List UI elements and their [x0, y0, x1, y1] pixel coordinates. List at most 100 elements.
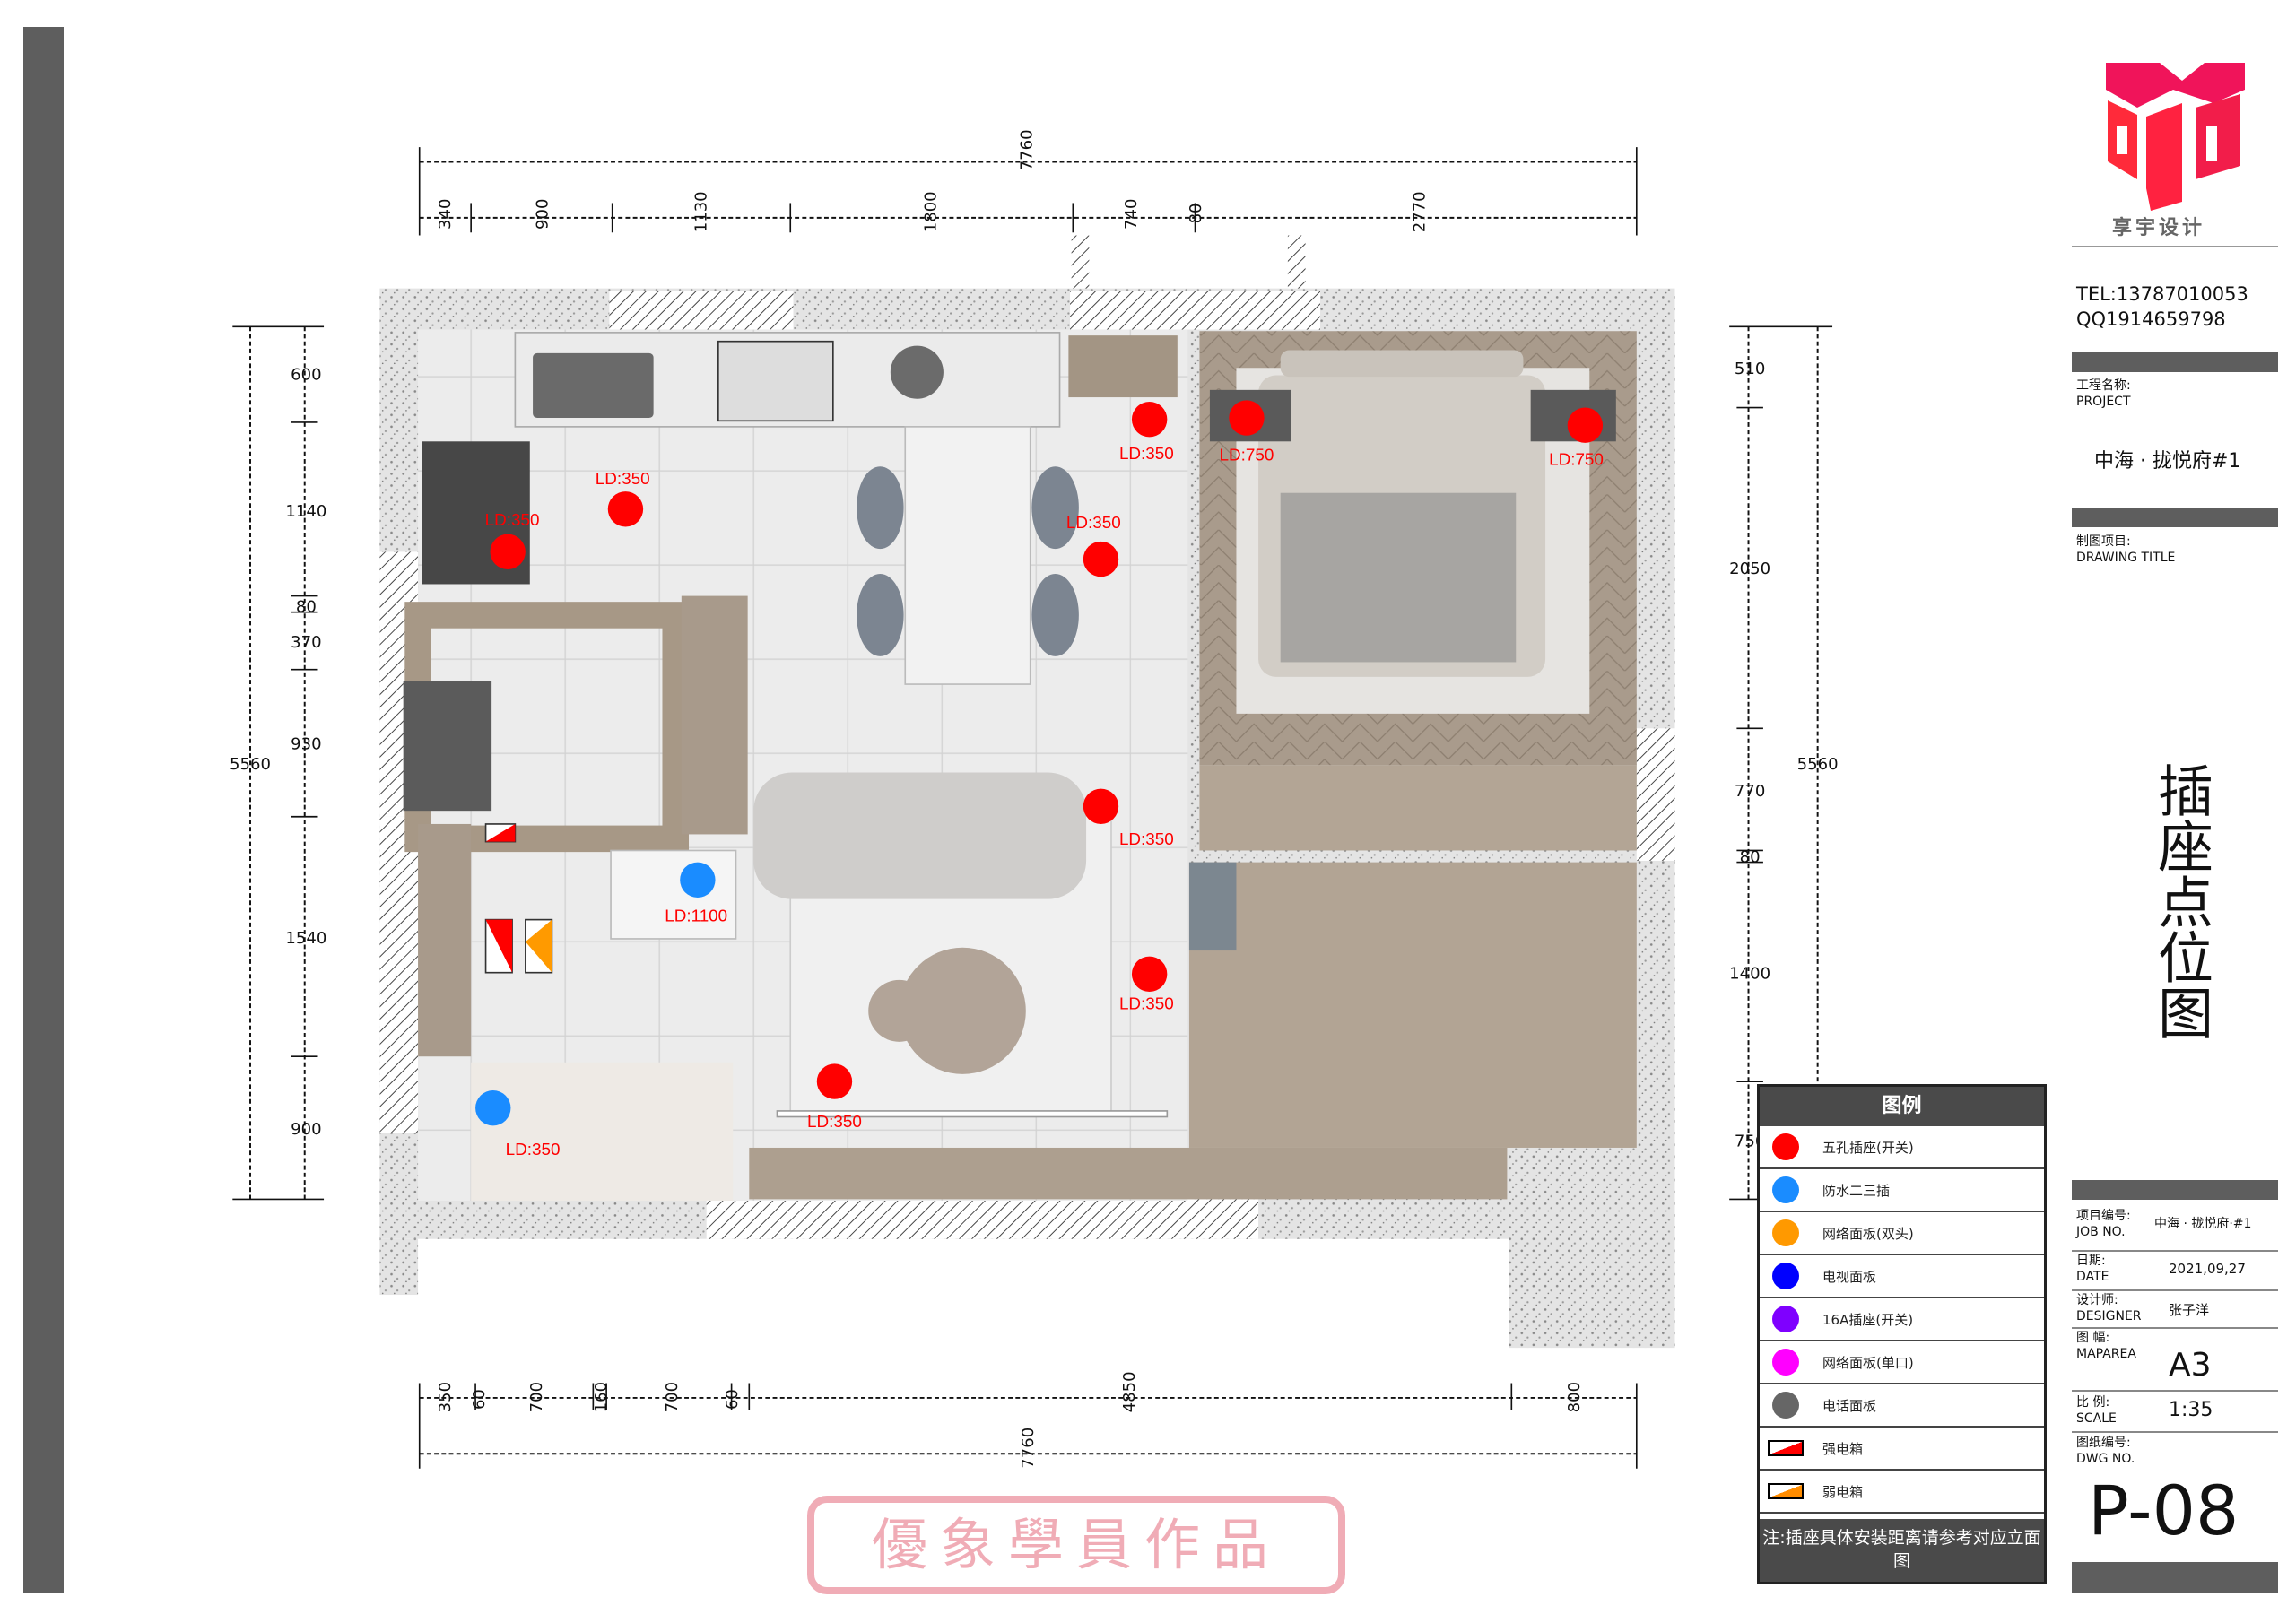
project-label-en: PROJECT [2076, 395, 2131, 409]
legend-item: 16A插座(开关) [1760, 1298, 2044, 1341]
dim-bottom-total: 7760 [1019, 1428, 1038, 1469]
date-label-cn: 日期: [2076, 1254, 2106, 1268]
five-hole-outlet: LD:350 [807, 1063, 862, 1131]
dim-left: 370 [291, 633, 321, 652]
outlet-circle-icon [1772, 1392, 1799, 1419]
strong-electric-box-small [484, 823, 517, 843]
dim-right: 510 [1735, 360, 1765, 378]
dim-left: 900 [291, 1120, 321, 1139]
legend-item: 电视面板 [1760, 1255, 2044, 1298]
outlet-marker [1131, 401, 1168, 438]
dim-top: 740 [1122, 199, 1141, 230]
outlet-circle-icon [1772, 1176, 1799, 1203]
dim-right: 2050 [1729, 560, 1770, 578]
divider-bar [2072, 1180, 2278, 1200]
five-hole-outlet: LD:750 [1220, 400, 1274, 464]
sink [533, 352, 654, 419]
legend-item: 防水二三插 [1760, 1169, 2044, 1212]
outlet-marker [1229, 400, 1265, 436]
legend-item: 弱电箱 [1760, 1471, 2044, 1514]
scale-label-cn: 比 例: [2076, 1395, 2110, 1410]
designer-row: 设计师: DESIGNER 张子洋 [2072, 1291, 2278, 1329]
dim-left: 600 [291, 365, 321, 384]
dim-right-total: 5560 [1797, 755, 1839, 774]
electric-boxes [484, 823, 553, 974]
five-hole-outlet: LD:350 [1119, 956, 1174, 1013]
five-hole-outlet: LD:350 [1119, 401, 1174, 463]
outlet-height-label: LD:350 [1119, 829, 1174, 848]
outlet-marker [680, 862, 716, 898]
furniture [403, 332, 1616, 1118]
legend-item: 网络面板(双头) [1760, 1212, 2044, 1255]
outlet-marker [475, 1089, 511, 1126]
designer: 张子洋 [2169, 1302, 2210, 1318]
dim-top: 2770 [1411, 191, 1430, 232]
legend-item: 强电箱 [1760, 1428, 2044, 1471]
outlet-height-label: LD:350 [807, 1112, 862, 1131]
title-block: 享宇设计 TEL:13787010053 QQ1914659798 工程名称: … [2072, 54, 2278, 1596]
maparea-label-en: MAPAREA [2076, 1347, 2136, 1361]
five-hole-outlet: LD:350 [485, 510, 540, 570]
dim-left-total: 5560 [230, 755, 271, 774]
job-no-label-cn: 项目编号: [2076, 1209, 2131, 1223]
dim-top: 80 [1187, 203, 1205, 223]
outlet-marker [607, 491, 644, 527]
dim-right: 770 [1735, 782, 1765, 801]
legend-item: 电话面板 [1760, 1384, 2044, 1428]
legend-item: 网络面板(单口) [1760, 1341, 2044, 1384]
electric-box-icon [1768, 1483, 1804, 1499]
drawing-title-label-en: DRAWING TITLE [2076, 551, 2176, 565]
sofa [753, 772, 1087, 899]
outlet-height-label: LD:1100 [665, 906, 727, 924]
drawing-title: 插座点位图 [2148, 762, 2213, 1040]
coffee-table [899, 947, 1026, 1074]
outlet-height-label: LD:350 [506, 1140, 561, 1159]
tel: TEL:13787010053 [2076, 283, 2248, 305]
outlet-height-label: LD:350 [1119, 444, 1174, 463]
dim-bottom: 160 [592, 1382, 611, 1412]
legend-item-label: 电话面板 [1822, 1397, 1877, 1414]
job-no-label-en: JOB NO. [2076, 1225, 2126, 1239]
company-logo [2106, 63, 2245, 211]
project-label-cn: 工程名称: [2076, 378, 2131, 393]
electric-box-icon [1768, 1440, 1804, 1456]
outlet-marker [816, 1063, 853, 1099]
outlet-marker [490, 534, 526, 570]
dim-bottom: 800 [1565, 1382, 1584, 1412]
date: 2021,09,27 [2169, 1261, 2246, 1277]
divider [2072, 246, 2278, 247]
dim-bottom: 4850 [1120, 1371, 1139, 1412]
dwg-no: P-08 [2088, 1471, 2239, 1550]
dimension-labels-right: 5560 510 2050 770 80 1400 750 [1729, 360, 1838, 1151]
legend-item-label: 网络面板(单口) [1822, 1354, 1914, 1371]
date-row: 日期: DATE 2021,09,27 [2072, 1252, 2278, 1291]
outlet-marker [1083, 788, 1119, 824]
outlet-height-label: LD:350 [1119, 994, 1174, 1013]
outlet-circle-icon [1772, 1306, 1799, 1332]
legend-item-label: 电视面板 [1822, 1268, 1877, 1285]
divider-bar [2072, 508, 2278, 527]
outlet-circle-icon [1772, 1263, 1799, 1289]
watermark-text: 優象學員作品 [871, 1512, 1281, 1577]
qq: QQ1914659798 [2076, 308, 2226, 330]
designer-label-en: DESIGNER [2076, 1309, 2142, 1324]
five-hole-outlet: LD:350 [1066, 513, 1121, 577]
legend-item-label: 16A插座(开关) [1822, 1311, 1914, 1328]
scale: 1:35 [2169, 1399, 2213, 1421]
job-no-row: 项目编号: JOB NO. 中海 · 拢悦府·#1 [2072, 1202, 2278, 1252]
date-label-en: DATE [2076, 1270, 2109, 1284]
dim-left: 930 [291, 734, 321, 753]
dim-left: 1540 [285, 929, 326, 948]
outlet-circle-icon [1772, 1349, 1799, 1376]
dim-right: 1400 [1729, 964, 1770, 983]
dim-bottom: 350 [436, 1382, 455, 1412]
divider-bar [2072, 1562, 2278, 1593]
outlet-circle-icon [1772, 1133, 1799, 1160]
dimension-lines [249, 326, 1819, 1455]
waterproof-outlet: LD:1100 [665, 862, 727, 924]
dimension-labels-bottom: 350 60 700 160 700 60 4850 800 7760 [436, 1371, 1584, 1468]
dim-top: 1800 [922, 191, 941, 232]
legend-item-label: 网络面板(双头) [1822, 1225, 1914, 1242]
